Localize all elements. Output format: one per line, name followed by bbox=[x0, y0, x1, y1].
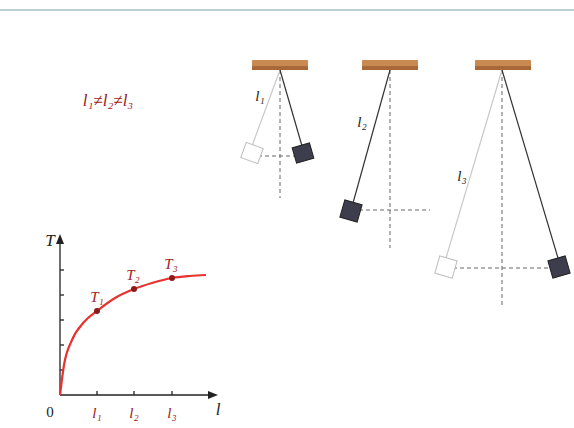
length-relation: l₁≠l₂≠l₃ bbox=[83, 92, 134, 109]
tick-label: l₂ bbox=[129, 406, 138, 421]
length-label: l₃ bbox=[457, 169, 466, 184]
period-curve bbox=[60, 275, 206, 395]
pendulum-1 bbox=[241, 60, 314, 198]
tick-label: l₁ bbox=[92, 406, 101, 421]
axis-label: l bbox=[216, 401, 221, 418]
length-label: l₁ bbox=[255, 89, 264, 104]
point-label: T₂ bbox=[126, 268, 140, 283]
length-label: l₂ bbox=[357, 115, 366, 130]
origin-label: 0 bbox=[46, 405, 54, 420]
point-label: T₁ bbox=[90, 290, 104, 305]
graph-axes bbox=[56, 234, 218, 399]
point-label: T₃ bbox=[164, 257, 178, 272]
tick-label: l₃ bbox=[167, 406, 176, 421]
top-rule bbox=[0, 9, 574, 11]
axis-label: T bbox=[45, 232, 54, 249]
pendulum-2 bbox=[340, 60, 430, 248]
pendulum-3 bbox=[435, 60, 570, 308]
